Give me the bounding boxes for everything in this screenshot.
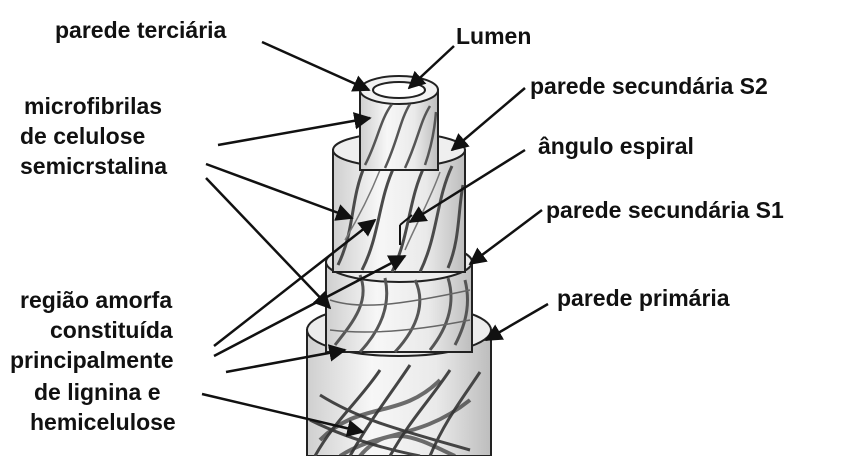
label-regiao-line5: hemicelulose (30, 408, 176, 436)
label-parede-secundaria-s2: parede secundária S2 (530, 72, 768, 100)
label-microfibrilas-line1: microfibrilas (24, 92, 162, 120)
arrow-parede-terciaria (262, 42, 369, 90)
arrow-parede-primaria (486, 304, 548, 340)
label-regiao-line2: constituída (50, 316, 173, 344)
label-microfibrilas-line2: de celulose (20, 122, 145, 150)
label-regiao-line1: região amorfa (20, 286, 172, 314)
label-parede-secundaria-s1: parede secundária S1 (546, 196, 784, 224)
arrow-microfibrilas-3 (206, 178, 330, 308)
label-regiao-line3: principalmente (10, 346, 174, 374)
label-parede-primaria: parede primária (557, 284, 730, 312)
label-angulo-espiral: ângulo espiral (538, 132, 694, 160)
tertiary-wall-layer (360, 76, 438, 170)
lumen-opening (373, 82, 425, 98)
arrow-microfibrilas-2 (206, 164, 352, 218)
label-parede-terciaria: parede terciária (55, 16, 226, 44)
label-regiao-line4: de lignina e (34, 378, 161, 406)
arrow-parede-s2 (452, 88, 525, 150)
label-lumen: Lumen (456, 22, 531, 50)
arrow-parede-s1 (470, 210, 542, 264)
label-microfibrilas-line3: semicrstalina (20, 152, 167, 180)
